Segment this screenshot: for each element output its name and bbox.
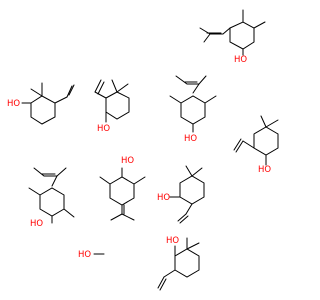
hydroxyl-label: HO (78, 250, 91, 260)
structure-canvas: HO HO HO HO (7, 9, 279, 291)
molecule-4: HO (169, 75, 217, 144)
molecule-6: HO (28, 167, 75, 229)
hydroxyl-label: HO (7, 99, 20, 109)
hydroxyl-label: HO (234, 55, 247, 65)
hydroxyl-label: HO (157, 193, 170, 203)
hydroxyl-label: HO (30, 219, 43, 229)
hydroxyl-label: HO (258, 165, 271, 175)
molecule-10: HO (78, 250, 105, 260)
molecule-8: HO (157, 165, 205, 224)
hydroxyl-label: HO (166, 236, 179, 246)
molecule-2: HO (7, 82, 75, 125)
hydroxyl-label: HO (121, 156, 134, 166)
hydroxyl-label: HO (184, 134, 197, 144)
molecule-3: HO (94, 79, 130, 134)
molecule-5: HO (233, 115, 279, 175)
molecule-7: HO (99, 156, 146, 221)
hydroxyl-label: HO (97, 124, 110, 134)
molecule-9: HO (157, 236, 200, 291)
molecule-1: HO (199, 9, 266, 65)
